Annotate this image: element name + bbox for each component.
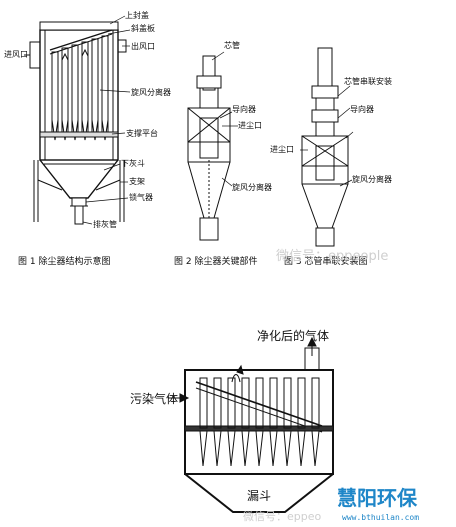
bottom-drawing (184, 347, 334, 513)
label-support-platform: 支撑平台 (126, 128, 158, 138)
label-cyclone-3: 旋风分离器 (352, 174, 392, 184)
bottom-arrows (168, 336, 317, 403)
label-inlet: 进风口 (4, 50, 28, 59)
figure2-labels: 芯管 导向器 进尘口 旋风分离器 (224, 40, 272, 192)
logo-url: www.bthuilan.com (342, 513, 419, 522)
label-lower-hopper: 下灰斗 (121, 158, 145, 168)
figure1-leaders (82, 15, 131, 225)
caption-figure2: 图 2 除尘器关键部件 (174, 255, 257, 267)
bottom-cyclone-tubes (199, 377, 320, 467)
watermark-bottom: 微信号：eppeo (243, 509, 321, 523)
label-inclined-plate: 斜盖板 (131, 23, 155, 33)
label-polluted-gas: 污染气体 (130, 391, 178, 406)
caption-figure3: 图 3 芯管串联安装图 (284, 255, 367, 267)
label-cyclone: 旋风分离器 (131, 87, 171, 97)
figure1-labels: 上封盖 斜盖板 进风口 出风口 旋风分离器 支撑平台 下灰斗 支架 锁气器 排灰… (4, 10, 171, 229)
label-dust-inlet: 进尘口 (238, 120, 262, 130)
caption-figure1: 图 1 除尘器结构示意图 (18, 255, 110, 267)
figure2-leaders (211, 51, 238, 187)
label-bracket: 支架 (129, 176, 145, 186)
bottom-labels: 净化后的气体 污染气体 漏斗 (130, 328, 329, 503)
label-airlock: 锁气器 (129, 192, 153, 202)
label-cyclone-2: 旋风分离器 (232, 182, 272, 192)
captions: 图 1 除尘器结构示意图 图 2 除尘器关键部件 图 3 芯管串联安装图 微信号… (18, 249, 388, 267)
label-top-cover: 上封盖 (125, 10, 149, 20)
logo-text: 慧阳环保 (337, 486, 418, 510)
figure3-drawing (301, 47, 349, 247)
label-hopper: 漏斗 (247, 489, 271, 503)
figure2-drawing (187, 55, 231, 241)
watermark-top: 微信号：eppeople (276, 249, 388, 264)
figure1-drawing (24, 21, 127, 225)
label-guide: 导向器 (232, 104, 256, 114)
label-ash-pipe: 排灰管 (93, 219, 117, 229)
brand-logo: 慧阳环保 www.bthuilan.com (337, 486, 419, 522)
label-guide-3: 导向器 (350, 104, 374, 114)
label-clean-gas: 净化后的气体 (257, 328, 329, 343)
figure3-labels: 芯管串联安装 导向器 进尘口 旋风分离器 (270, 76, 392, 184)
figure1-cyclone-tubes (51, 35, 109, 141)
label-outlet: 出风口 (131, 41, 155, 51)
figure3-leaders (300, 85, 354, 187)
label-dust-inlet-3: 进尘口 (270, 144, 294, 154)
label-serial-install: 芯管串联安装 (344, 76, 392, 86)
label-core-tube: 芯管 (224, 40, 240, 50)
